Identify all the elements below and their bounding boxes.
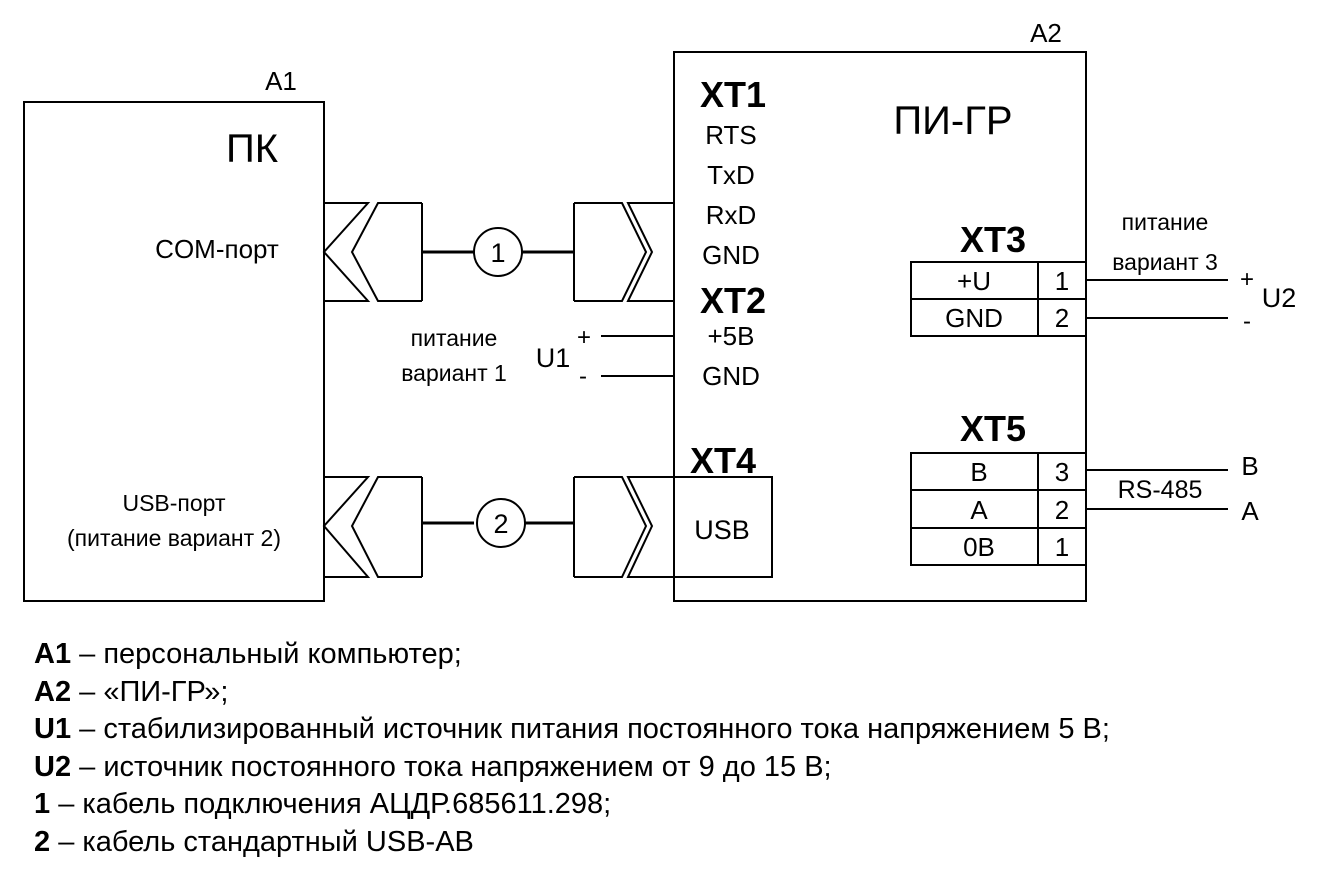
legend-item: 2 – кабель стандартный USB-AB <box>34 824 1110 862</box>
a1-usb-port-note: (питание вариант 2) <box>67 525 281 551</box>
xt5-row-num: 1 <box>1055 532 1069 562</box>
cable-1-connector-right <box>573 202 674 302</box>
u1-plus: + <box>577 324 591 351</box>
cable-1-number: 1 <box>490 238 505 268</box>
a2-designator: A2 <box>1030 18 1062 48</box>
u2-name: U2 <box>1262 283 1297 313</box>
u1-note-line1: питание <box>411 325 498 351</box>
xt4-label: USB <box>694 515 750 545</box>
a1-com-port-label: COM-порт <box>155 234 279 264</box>
legend-key: A2 <box>34 675 72 708</box>
xt3-row-num: 2 <box>1055 303 1069 333</box>
legend: A1 – персональный компьютер; A2 – «ПИ-ГР… <box>34 636 1110 862</box>
xt3-table <box>910 261 1087 337</box>
xt1-name: XT1 <box>700 74 766 115</box>
xt3-row-label: +U <box>957 266 991 296</box>
legend-text: – кабель подключения АЦДР.685611.298; <box>50 788 612 821</box>
legend-text: – персональный компьютер; <box>71 638 462 670</box>
xt5-row-label: А <box>970 495 988 525</box>
legend-key: A1 <box>34 638 72 670</box>
legend-text: – «ПИ-ГР»; <box>71 675 229 708</box>
u1-note-line2: вариант 1 <box>401 360 507 386</box>
legend-key: U2 <box>34 750 72 783</box>
a1-box <box>23 101 325 602</box>
legend-item: U2 – источник постоянного тока напряжени… <box>34 749 1110 787</box>
xt1-pin: RTS <box>705 120 757 150</box>
legend-item: U1 – стабилизированный источник питания … <box>34 711 1110 749</box>
rs485-a-label: A <box>1241 496 1259 526</box>
legend-text: – источник постоянного тока напряжением … <box>71 750 832 783</box>
u2-note-line2: вариант 3 <box>1112 249 1218 275</box>
cable-2-connector-left <box>322 476 423 578</box>
u2-minus: - <box>1243 308 1251 335</box>
xt5-row-num: 3 <box>1055 457 1069 487</box>
xt5-name: XT5 <box>960 408 1026 449</box>
cable-2-connector-right <box>573 476 674 578</box>
cable-2-number: 2 <box>493 509 508 539</box>
u2-note-line1: питание <box>1122 209 1209 235</box>
rs485-b-label: B <box>1241 451 1258 481</box>
a1-designator: A1 <box>265 66 297 96</box>
rs485-label: RS-485 <box>1118 476 1203 504</box>
xt1-pin: RxD <box>706 200 757 230</box>
xt1-pin: GND <box>702 240 760 270</box>
legend-key: 2 <box>34 825 51 858</box>
xt3-name: XT3 <box>960 219 1026 260</box>
xt3-row-num: 1 <box>1055 266 1069 296</box>
xt5-row-num: 2 <box>1055 495 1069 525</box>
legend-key: U1 <box>34 713 72 746</box>
legend-item: A2 – «ПИ-ГР»; <box>34 674 1110 712</box>
legend-text: – стабилизированный источник питания пос… <box>71 713 1110 746</box>
u1-minus: - <box>579 363 587 390</box>
xt5-row-label: 0В <box>963 532 995 562</box>
xt1-pin: TxD <box>707 160 755 190</box>
xt2-pin: +5В <box>708 321 755 351</box>
legend-item: 1 – кабель подключения АЦДР.685611.298; <box>34 786 1110 824</box>
legend-item: A1 – персональный компьютер; <box>34 636 1110 674</box>
u1-name: U1 <box>536 343 571 373</box>
a2-title: ПИ-ГР <box>893 99 1012 143</box>
xt4-name: XT4 <box>690 440 756 481</box>
a1-title: ПК <box>226 127 279 171</box>
xt4-usb-box <box>673 476 773 578</box>
u2-plus: + <box>1240 266 1254 293</box>
legend-text: – кабель стандартный USB-AB <box>50 825 474 858</box>
a1-usb-port-label: USB-порт <box>122 490 225 516</box>
xt3-row-label: GND <box>945 303 1003 333</box>
legend-key: 1 <box>34 788 51 821</box>
xt2-name: XT2 <box>700 280 766 321</box>
xt2-pin: GND <box>702 361 760 391</box>
cable-1-connector-left <box>322 202 423 302</box>
xt5-row-label: В <box>970 457 987 487</box>
